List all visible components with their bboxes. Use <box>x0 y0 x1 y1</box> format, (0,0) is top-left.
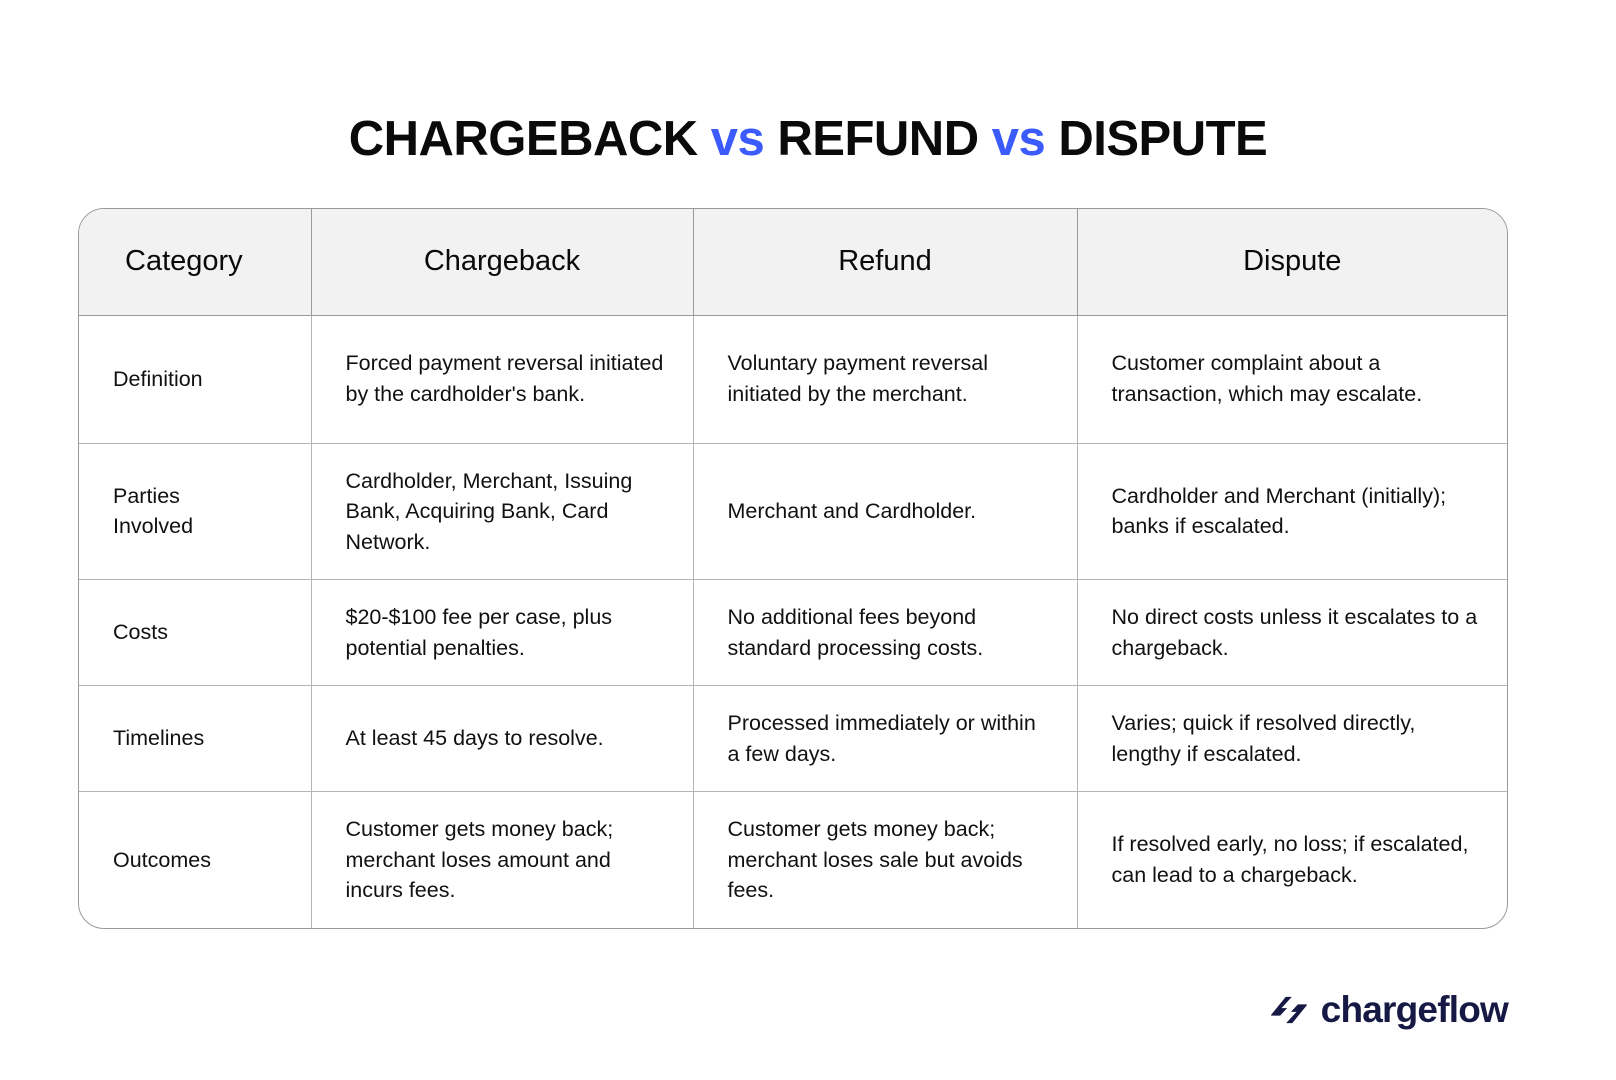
chargeflow-logo: chargeflow <box>1270 989 1509 1030</box>
cell-costs-refund: No additional fees beyond standard proce… <box>693 579 1078 687</box>
title-part-chargeback: CHARGEBACK <box>348 111 698 166</box>
table-header-row: Category Chargeback Refund Dispute <box>79 209 1507 316</box>
table-row: Timelines At least 45 days to resolve. P… <box>79 685 1507 793</box>
table-row: Costs $20-$100 fee per case, plus potent… <box>79 579 1507 687</box>
column-header-dispute: Dispute <box>1077 209 1507 316</box>
table-header: Category Chargeback Refund Dispute <box>79 209 1507 316</box>
row-label-outcomes: Outcomes <box>79 791 312 928</box>
cell-definition-refund: Voluntary payment reversal initiated by … <box>693 315 1078 444</box>
row-label-timelines: Timelines <box>79 685 312 793</box>
title-vs-1: vs <box>710 111 765 166</box>
table-row: Definition Forced payment reversal initi… <box>79 315 1507 444</box>
cell-timelines-dispute: Varies; quick if resolved directly, leng… <box>1077 685 1507 793</box>
table-row: Parties Involved Cardholder, Merchant, I… <box>79 443 1507 581</box>
cell-timelines-refund: Processed immediately or within a few da… <box>693 685 1078 793</box>
column-header-category: Category <box>79 209 312 316</box>
cell-definition-dispute: Customer complaint about a transaction, … <box>1077 315 1507 444</box>
cell-parties-involved-refund: Merchant and Cardholder. <box>693 443 1078 581</box>
cell-outcomes-chargeback: Customer gets money back; merchant loses… <box>311 791 694 928</box>
chargeflow-mark-icon <box>1270 996 1307 1023</box>
title-part-refund: REFUND <box>777 111 979 166</box>
row-label-parties-involved: Parties Involved <box>79 443 312 581</box>
title-part-dispute: DISPUTE <box>1058 111 1268 166</box>
cell-parties-involved-chargeback: Cardholder, Merchant, Issuing Bank, Acqu… <box>311 443 694 581</box>
row-label-costs: Costs <box>79 579 312 687</box>
page-title: CHARGEBACK vs REFUND vs DISPUTE <box>348 111 1268 167</box>
table-row: Outcomes Customer gets money back; merch… <box>79 791 1507 928</box>
cell-outcomes-dispute: If resolved early, no loss; if escalated… <box>1111 832 1469 887</box>
title-vs-2: vs <box>991 111 1046 166</box>
cell-outcomes-refund: Customer gets money back; merchant loses… <box>693 791 1078 928</box>
chargeflow-wordmark: chargeflow <box>1320 989 1509 1030</box>
cell-costs-chargeback: $20-$100 fee per case, plus potential pe… <box>311 579 694 687</box>
page-title-container: CHARGEBACK vs REFUND vs DISPUTE <box>0 78 1616 200</box>
comparison-table-frame: Category Chargeback Refund Dispute Defin… <box>78 208 1508 929</box>
cell-costs-dispute: No direct costs unless it escalates to a… <box>1077 579 1507 687</box>
row-label-definition: Definition <box>79 315 312 444</box>
column-header-chargeback: Chargeback <box>311 209 694 316</box>
table-body: Definition Forced payment reversal initi… <box>79 315 1507 928</box>
comparison-table: Category Chargeback Refund Dispute Defin… <box>79 209 1507 928</box>
cell-definition-chargeback: Forced payment reversal initiated by the… <box>311 315 694 444</box>
cell-timelines-chargeback: At least 45 days to resolve. <box>311 685 694 793</box>
cell-parties-involved-dispute: Cardholder and Merchant (initially); ban… <box>1077 443 1507 581</box>
column-header-refund: Refund <box>693 209 1078 316</box>
